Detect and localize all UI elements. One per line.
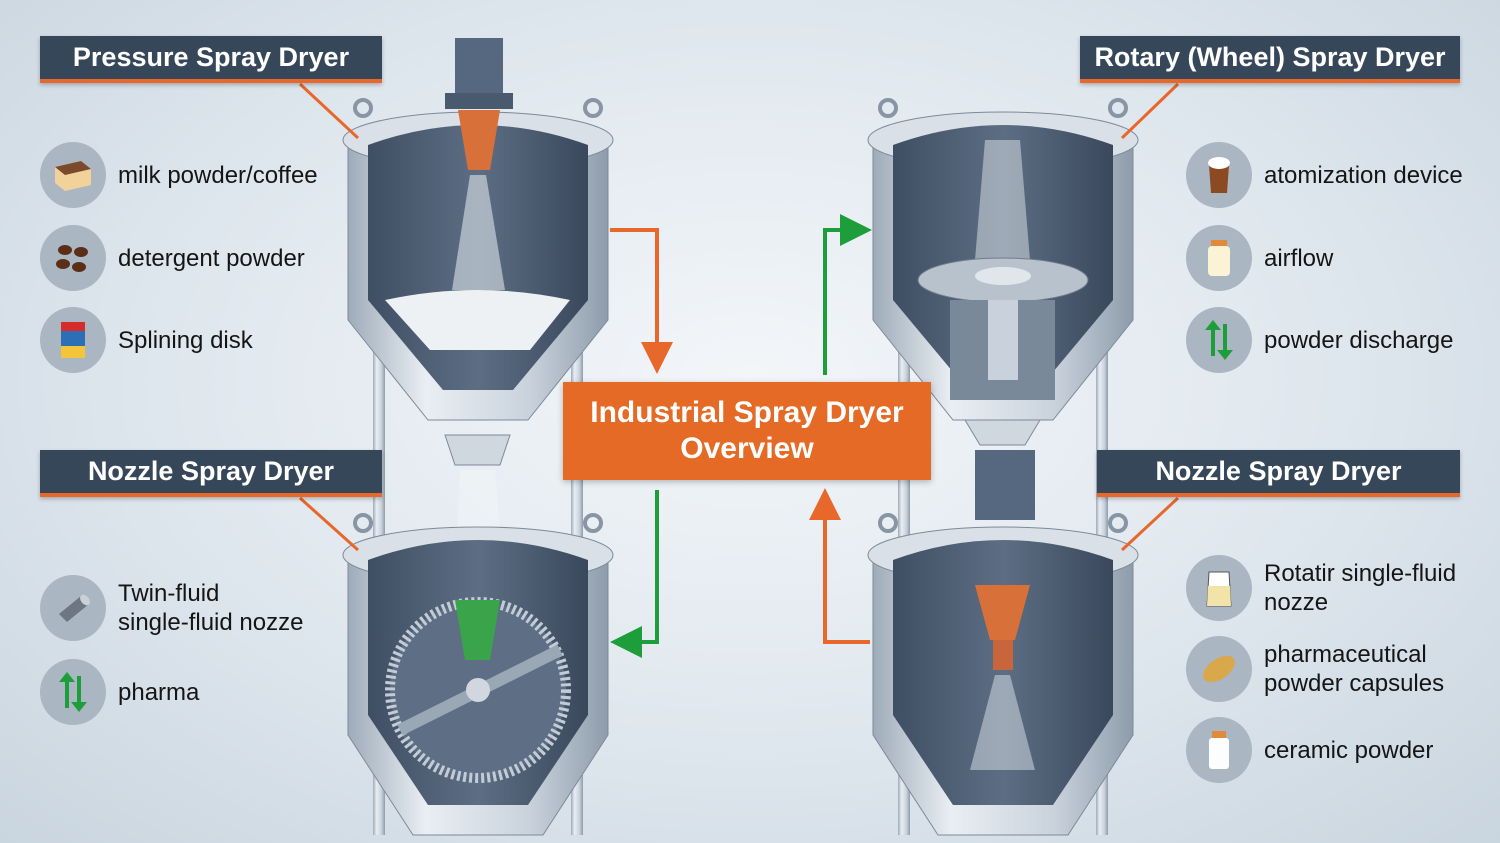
nozzle-dryer-tank-left [341,513,615,837]
item-label: pharma [118,678,200,706]
motor-icon [455,38,503,93]
milk-powder-icon [40,142,106,208]
item-label: detergent powder [118,244,305,272]
list-item: airflow [1186,225,1333,291]
title-rotary-spray-dryer: Rotary (Wheel) Spray Dryer [1080,36,1460,83]
flow-arrows [610,214,872,658]
list-item: atomization device [1186,142,1463,208]
pressure-dryer-tank [341,38,615,590]
item-label: powder capsules [1264,670,1445,697]
item-label: nozze [1264,589,1329,616]
nozzle-pipe-icon [40,575,106,641]
list-item: milk powder/coffee [40,142,318,208]
list-item: detergent powder [40,225,305,291]
item-label: milk powder/coffee [118,161,318,189]
item-label: atomization device [1264,161,1463,189]
list-item: pharma [40,659,199,725]
coffee-cup-icon [1186,142,1252,208]
bottle-icon [1186,717,1252,783]
coffee-beans-icon [40,225,106,291]
item-label: ceramic powder [1264,736,1434,764]
rotary-dryer-tank [866,98,1140,582]
item-label: powder discharge [1264,326,1454,354]
list-item: ceramic powder [1186,717,1433,783]
green-nozzle-icon [455,600,500,660]
list-item: Splining disk [40,307,253,373]
title-pressure-spray-dryer: Pressure Spray Dryer [40,36,382,83]
item-label: single-fluid nozze [118,609,304,636]
beaker-icon [1186,555,1252,621]
item-label: Splining disk [118,326,253,354]
up-down-arrows-icon [1186,307,1252,373]
title-connectors [298,82,1180,552]
list-item: powder discharge [1186,307,1453,373]
item-label: Rotatir single-fluid [1264,560,1457,587]
motor-icon [975,450,1035,520]
orange-nozzle-icon [975,585,1030,640]
item-label: pharmaceutical [1264,641,1427,668]
overview-box: Industrial Spray Dryer Overview [563,382,931,480]
overview-title-line2: Overview [680,432,814,465]
nozzle-dryer-tank-right [866,513,1140,837]
title-nozzle-spray-dryer-left: Nozzle Spray Dryer [40,450,382,497]
item-label: airflow [1264,244,1334,272]
capsules-icon [1186,636,1252,702]
can-icon [40,307,106,373]
overview-title-line1: Industrial Spray Dryer [590,396,904,429]
item-label: Twin-fluid [118,580,220,607]
title-nozzle-spray-dryer-right: Nozzle Spray Dryer [1097,450,1460,497]
up-down-arrows-icon [40,659,106,725]
milk-jar-icon [1186,225,1252,291]
